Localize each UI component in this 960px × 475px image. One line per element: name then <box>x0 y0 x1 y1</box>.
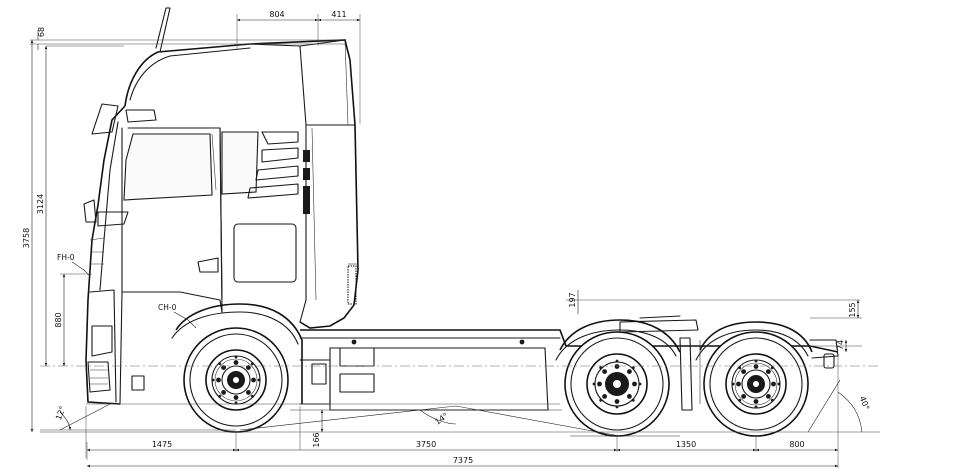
rear-wheel-2 <box>703 331 809 437</box>
angle-ramp: 14° <box>433 411 450 427</box>
fenders <box>171 303 813 404</box>
ground-lines <box>40 365 880 437</box>
dimension-lines <box>30 14 863 468</box>
dim-68: 68 <box>37 27 46 37</box>
dim-7375: 7375 <box>453 456 473 465</box>
label-fh: FH-0 <box>57 253 75 262</box>
angle-approach: 12° <box>54 405 67 421</box>
rear-wheel-1 <box>564 331 670 437</box>
dim-1475: 1475 <box>152 440 172 449</box>
dim-166: 166 <box>312 432 321 447</box>
label-ch: CH-0 <box>158 303 177 312</box>
dim-880: 880 <box>54 312 63 327</box>
angle-departure: 40° <box>858 395 871 411</box>
cab <box>83 7 359 405</box>
front-wheel <box>183 327 289 433</box>
dim-3124: 3124 <box>36 194 45 214</box>
dim-74: 74 <box>836 340 845 350</box>
dim-197: 197 <box>568 292 577 307</box>
dim-3758: 3758 <box>22 228 31 248</box>
dim-1350: 1350 <box>676 440 696 449</box>
dim-155: 155 <box>848 302 857 317</box>
dim-3750: 3750 <box>416 440 436 449</box>
dim-800: 800 <box>789 440 804 449</box>
dim-804: 804 <box>269 10 284 19</box>
dim-411: 411 <box>331 10 346 19</box>
